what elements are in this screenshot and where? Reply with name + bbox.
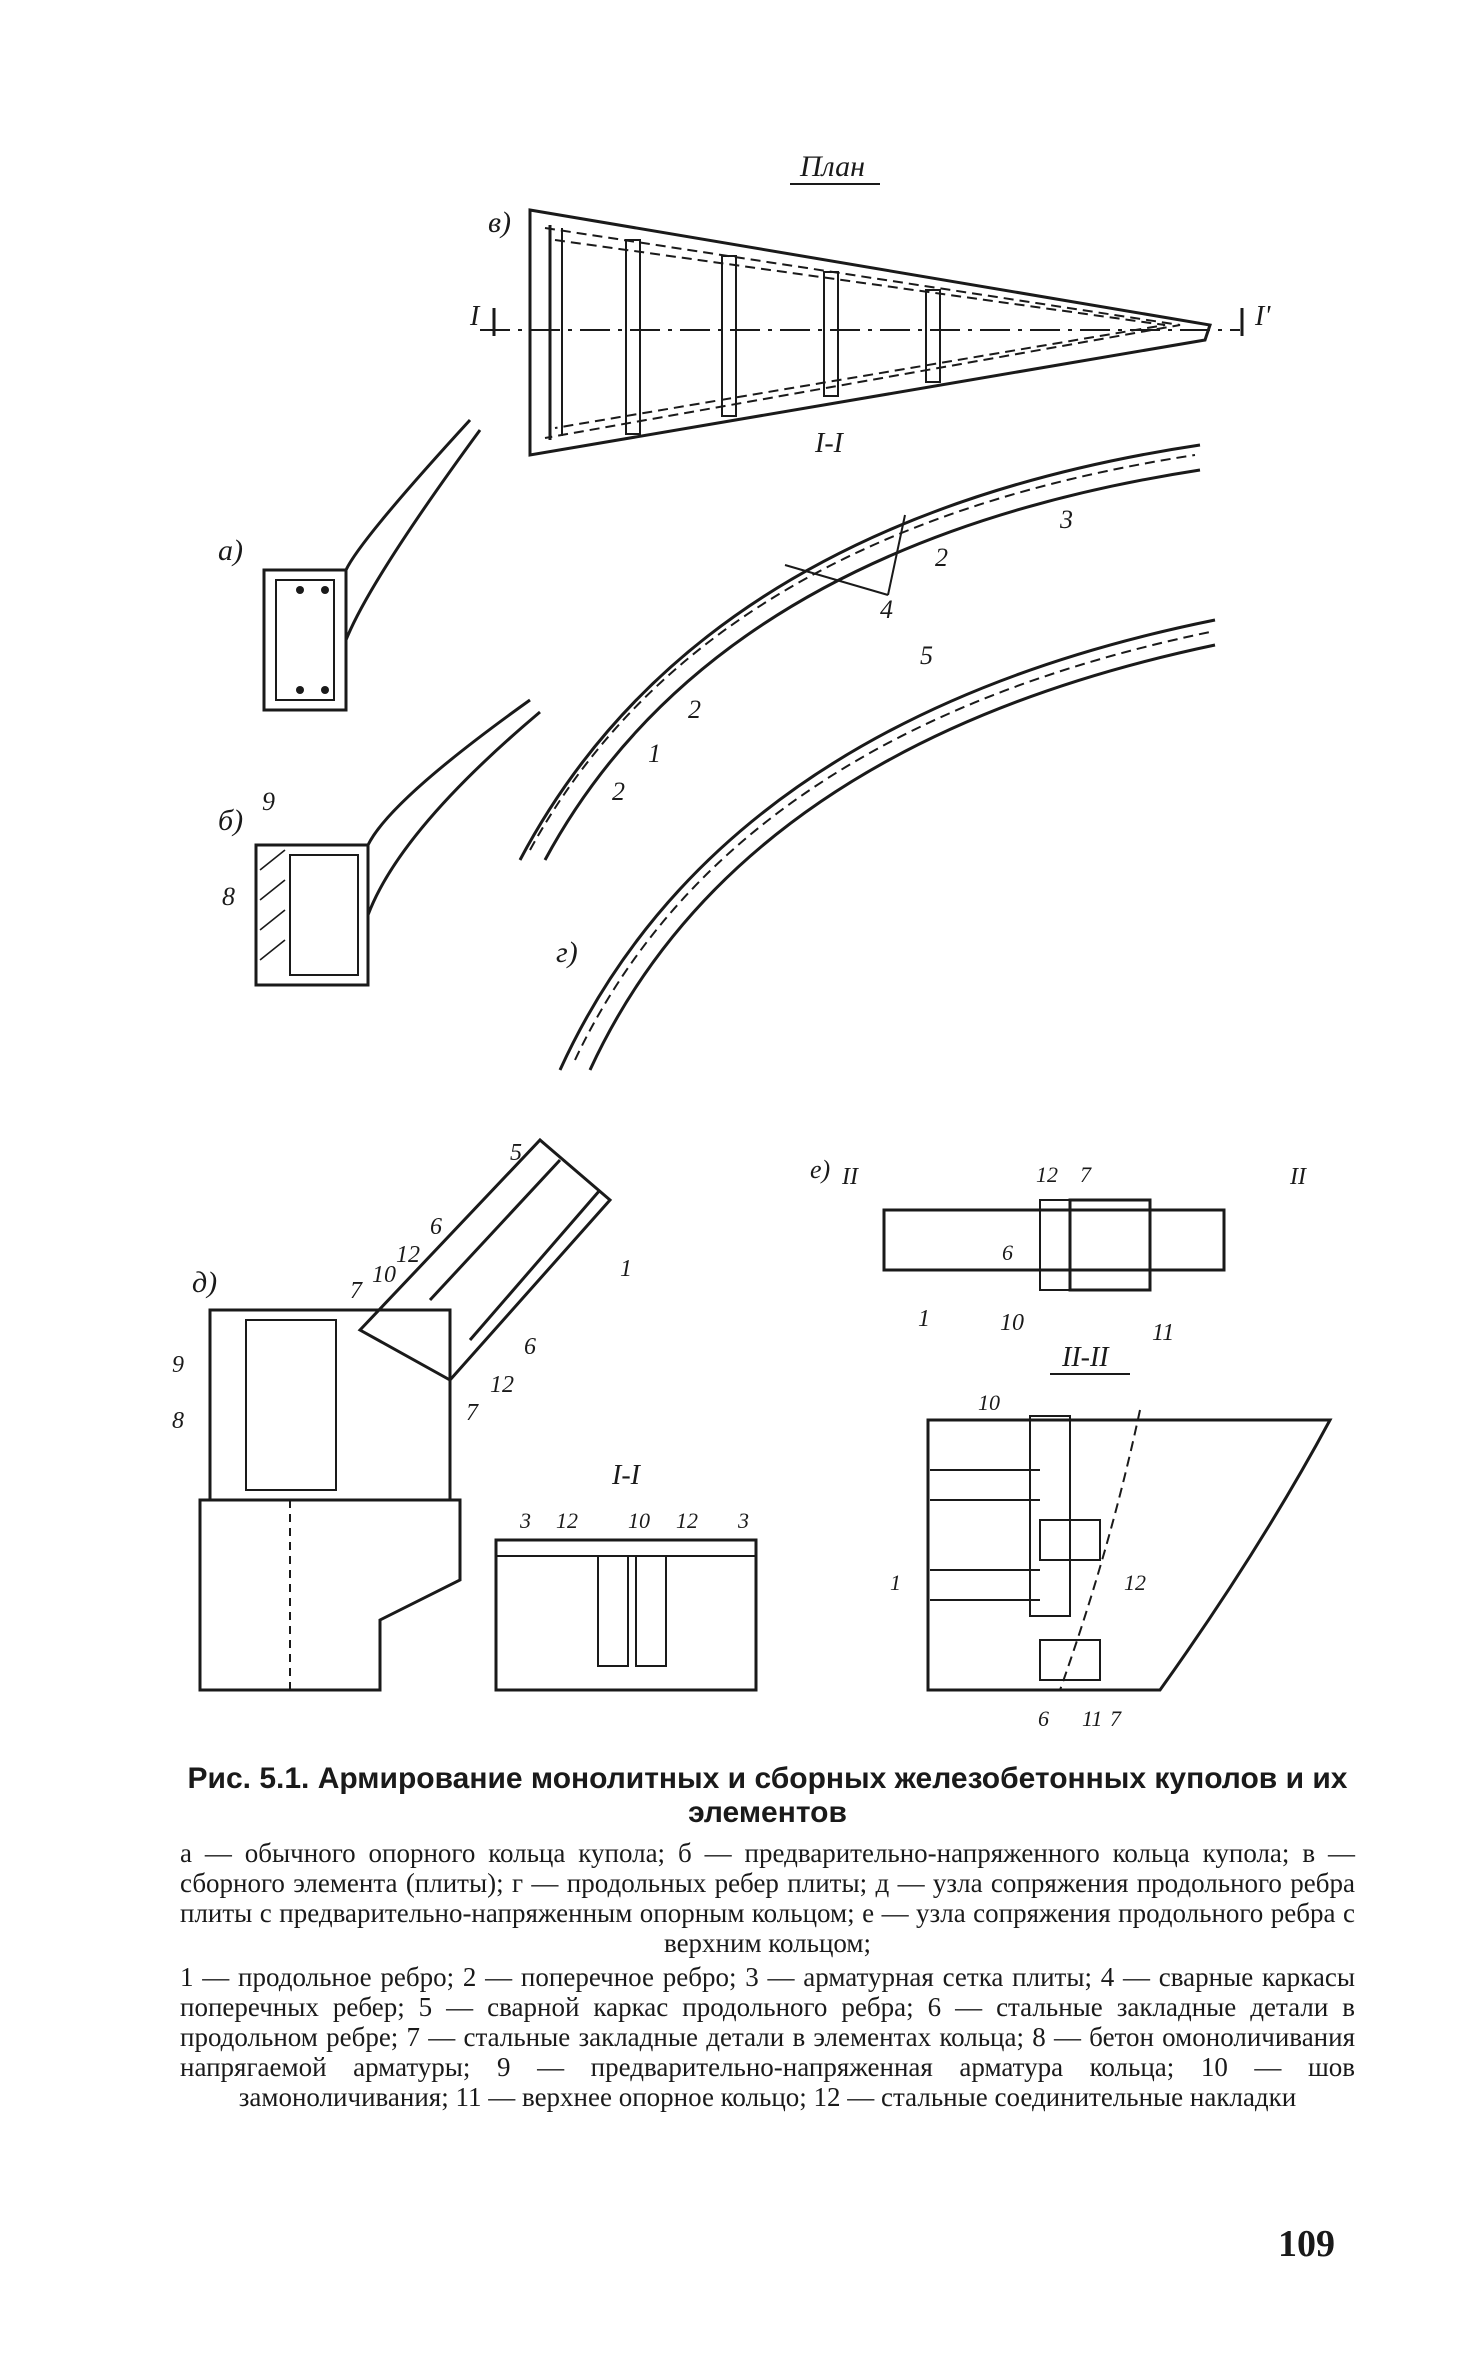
- panel-b: б) 9 8: [218, 698, 541, 987]
- label-12e: 12: [1036, 1162, 1058, 1187]
- label-7f: 7: [1110, 1706, 1122, 1731]
- label-5d: 5: [510, 1140, 522, 1166]
- section-label-2: II-II: [1061, 1342, 1110, 1373]
- label-5: 5: [920, 641, 933, 670]
- panel-e: е) II II 1 10 11 12 7 6 II-II: [810, 1155, 1307, 1375]
- label-8d: 8: [172, 1408, 184, 1434]
- rib-section-arc: 3 2 4 2 1 2: [518, 443, 1201, 861]
- label-8: 8: [222, 882, 235, 911]
- label-10d: 10: [372, 1262, 396, 1288]
- label-3s: 3: [519, 1508, 531, 1533]
- panel-label-e: е): [810, 1155, 830, 1184]
- label-1d: 1: [620, 1256, 632, 1282]
- label-11e: 11: [1152, 1320, 1174, 1346]
- label-2c: 2: [612, 777, 625, 806]
- caption-title: Рис. 5.1. Армирование монолитных и сборн…: [187, 1762, 1348, 1829]
- label-6f: 6: [1038, 1706, 1049, 1731]
- label-12f: 12: [1124, 1570, 1146, 1595]
- figure-caption: Рис. 5.1. Армирование монолитных и сборн…: [180, 1762, 1355, 2116]
- figure-drawing: План в) I I' I-I 3 2 4 2 1 2: [172, 150, 1333, 1731]
- label-2a: 2: [935, 543, 948, 572]
- label-12d: 12: [396, 1242, 420, 1268]
- label-3: 3: [1059, 505, 1073, 534]
- cut-ii-left: II: [841, 1164, 859, 1190]
- cut-mark-left: I: [469, 301, 481, 332]
- label-10f: 10: [978, 1390, 1000, 1415]
- label-12s2: 12: [676, 1508, 698, 1533]
- label-10e: 10: [1000, 1310, 1024, 1336]
- label-12d2: 12: [490, 1372, 514, 1398]
- label-4: 4: [880, 595, 893, 624]
- panel-d: д) 5 1 6 12 10 7 9 8 6 12 7: [172, 1137, 632, 1692]
- label-3s2: 3: [737, 1508, 749, 1533]
- caption-legend-numbers: 1 — продольное ребро; 2 — поперечное реб…: [180, 1962, 1355, 2112]
- panel-a: а): [218, 418, 482, 712]
- label-9: 9: [262, 787, 275, 816]
- label-6e: 6: [1002, 1240, 1013, 1265]
- section-11-detail: I-I 3 12 10 12 3: [494, 1460, 758, 1692]
- label-7d2: 7: [466, 1400, 479, 1426]
- page-number: 109: [1278, 2223, 1335, 2265]
- figure-svg: План в) I I' I-I 3 2 4 2 1 2: [172, 150, 1333, 1731]
- plan-panel: План в) I I' I-I: [469, 150, 1271, 459]
- label-7e: 7: [1080, 1162, 1092, 1187]
- panel-label-b: б): [218, 804, 243, 837]
- label-6d2: 6: [524, 1334, 536, 1360]
- panel-label-v: в): [488, 206, 511, 239]
- section-label-1: I-I: [814, 428, 845, 459]
- panel-label-a: а): [218, 534, 243, 567]
- section-label-1b: I-I: [611, 1460, 642, 1491]
- label-9d: 9: [172, 1352, 184, 1378]
- label-1: 1: [648, 739, 661, 768]
- label-1e: 1: [918, 1306, 930, 1332]
- label-6d: 6: [430, 1214, 442, 1240]
- rib-panel-g: 5 г): [556, 618, 1216, 1071]
- label-10s: 10: [628, 1508, 650, 1533]
- transverse-ribs: [625, 239, 941, 435]
- label-7d: 7: [350, 1278, 363, 1304]
- label-11f: 11: [1082, 1706, 1102, 1731]
- cut-ii-right: II: [1289, 1164, 1307, 1190]
- panel-label-d: д): [192, 1266, 217, 1299]
- caption-legend-letters: а — обычного опорного кольца купола; б —…: [180, 1838, 1355, 1958]
- label-2b: 2: [688, 695, 701, 724]
- section-22-detail: 10 1 12 6 11 7: [890, 1390, 1333, 1731]
- label-1f: 1: [890, 1570, 901, 1595]
- plan-title: План: [799, 150, 865, 183]
- label-12s: 12: [556, 1508, 578, 1533]
- panel-label-g: г): [556, 936, 578, 969]
- cut-mark-right: I': [1254, 301, 1271, 332]
